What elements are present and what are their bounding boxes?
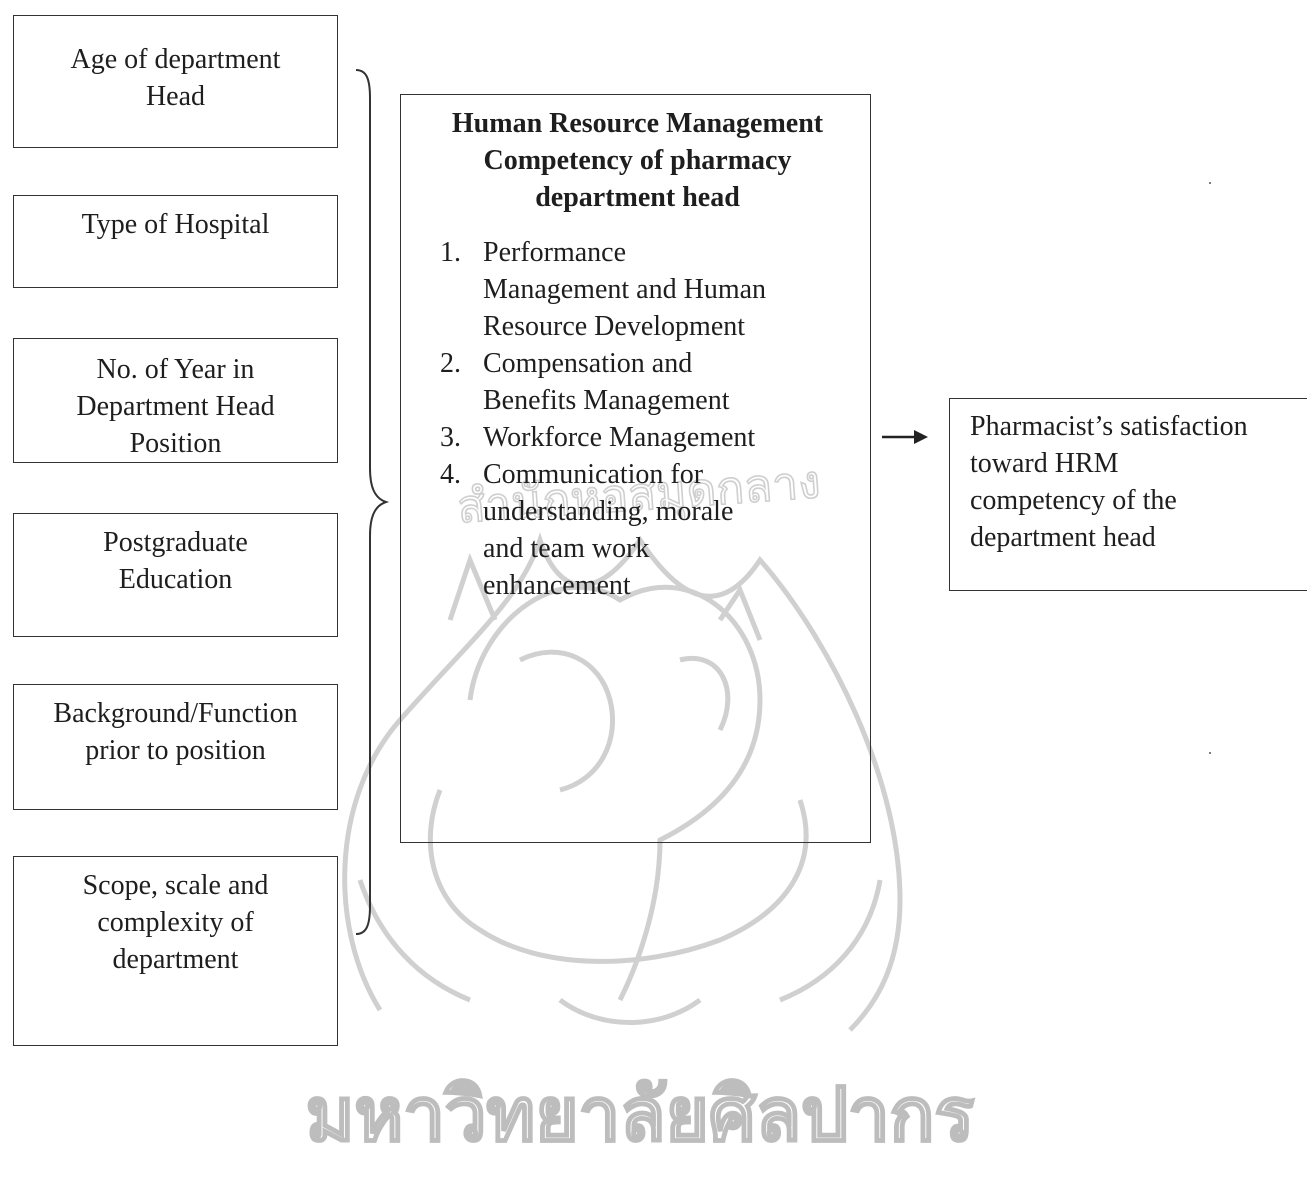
variable-box-hospital-type: Type of Hospital <box>13 195 338 288</box>
variable-label: Postgraduate Education <box>103 527 248 595</box>
list-item: 1. Performance Management and Human Reso… <box>419 234 856 345</box>
variable-label: Age of department Head <box>70 44 281 112</box>
item-number: 4. <box>440 459 461 490</box>
variable-box-years-in-position: No. of Year in Department Head Position <box>13 338 338 463</box>
variable-label: Background/Function prior to position <box>53 698 298 766</box>
list-item: 3. Workforce Management <box>419 419 856 456</box>
right-arrow-icon <box>882 430 928 444</box>
outcome-box: Pharmacist’s satisfaction toward HRM com… <box>949 398 1307 591</box>
item-number: 1. <box>440 237 461 268</box>
scan-speck <box>1209 752 1211 754</box>
item-number: 2. <box>440 348 461 379</box>
variable-label: Type of Hospital <box>81 209 270 240</box>
hrm-competency-box: Human Resource Management Competency of … <box>400 94 871 843</box>
item-text: Communication for understanding, morale … <box>483 459 734 601</box>
outcome-text: Pharmacist’s satisfaction toward HRM com… <box>970 411 1248 553</box>
variable-box-age: Age of department Head <box>13 15 338 148</box>
list-item: 2. Compensation and Benefits Management <box>419 345 856 419</box>
variable-box-background-function: Background/Function prior to position <box>13 684 338 810</box>
item-text: Workforce Management <box>483 422 756 453</box>
competency-list: 1. Performance Management and Human Reso… <box>419 234 856 604</box>
variable-box-department-scope: Scope, scale and complexity of departmen… <box>13 856 338 1046</box>
variable-box-postgraduate-education: Postgraduate Education <box>13 513 338 637</box>
variable-label: Scope, scale and complexity of departmen… <box>82 870 269 975</box>
scan-speck <box>1209 182 1211 184</box>
grouping-brace <box>355 69 390 935</box>
item-number: 3. <box>440 422 461 453</box>
competency-title: Human Resource Management Competency of … <box>451 108 824 213</box>
watermark-bottom-text: มหาวิทยาลัยศิลปากร <box>306 1072 975 1158</box>
item-text: Compensation and Benefits Management <box>483 348 730 416</box>
item-text: Performance Management and Human Resourc… <box>483 237 767 342</box>
variable-label: No. of Year in Department Head Position <box>76 354 275 459</box>
list-item: 4. Communication for understanding, mora… <box>419 456 856 604</box>
